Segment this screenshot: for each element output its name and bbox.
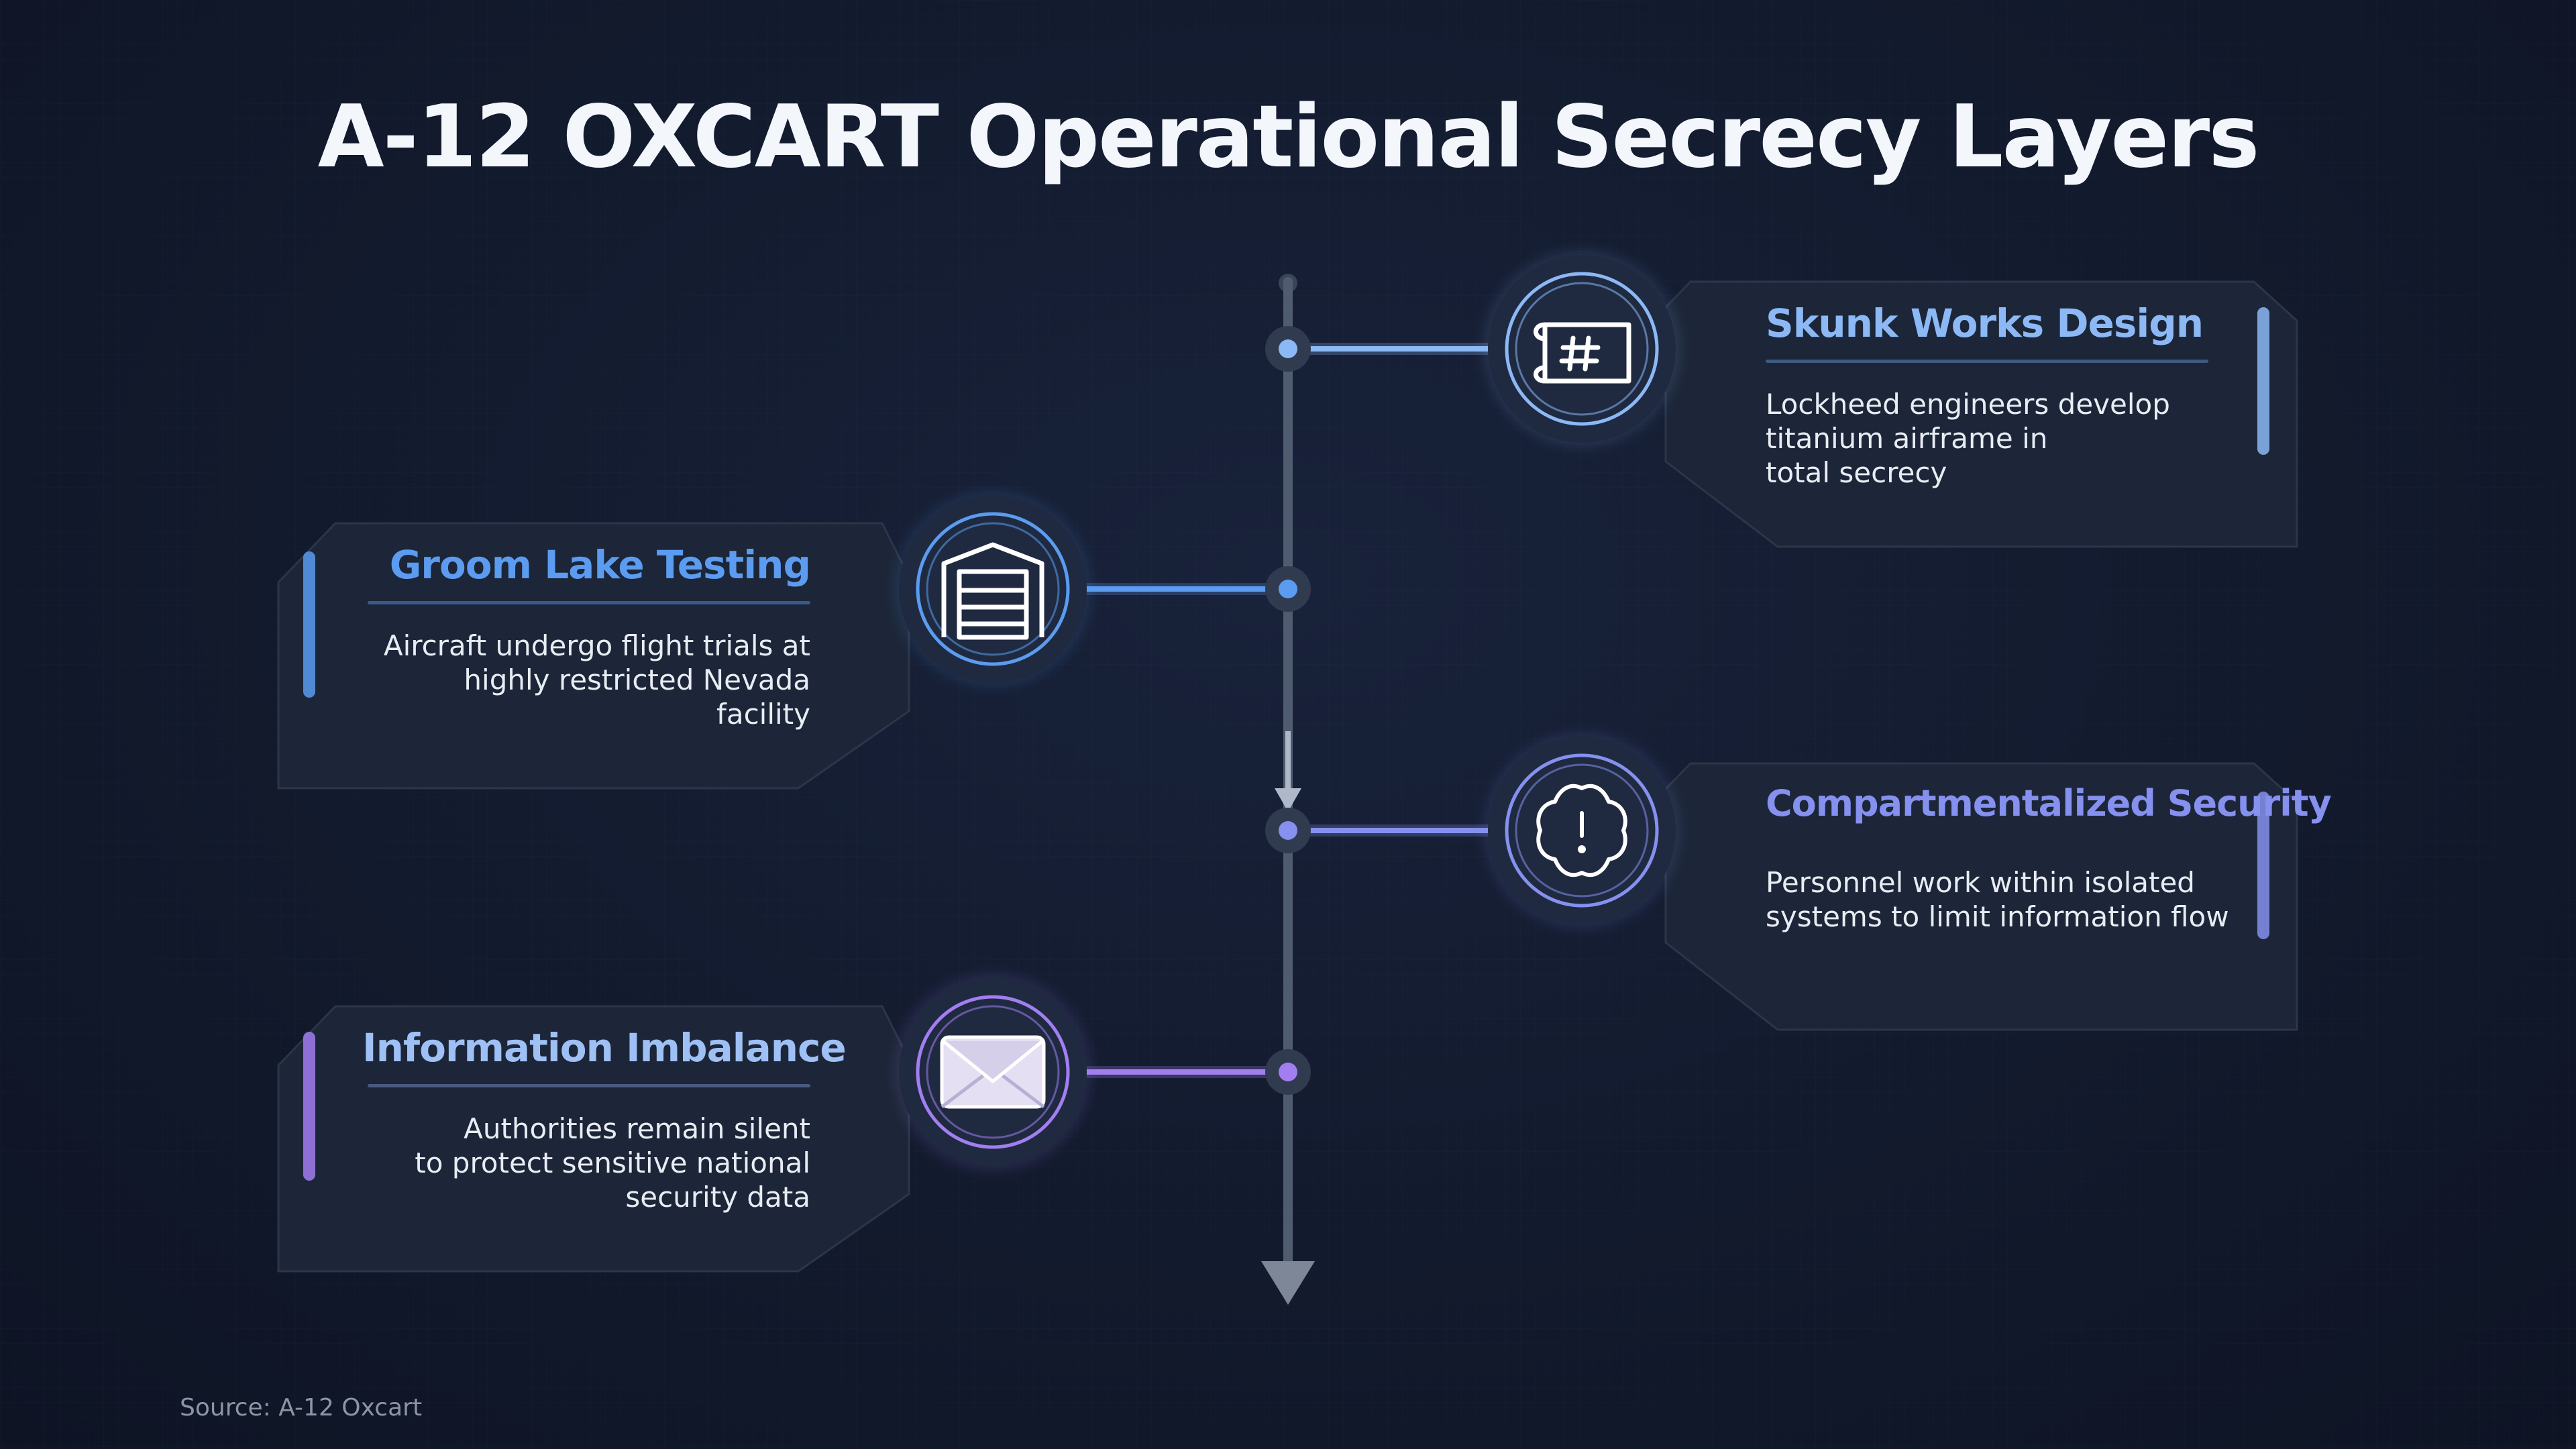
envelope-icon <box>940 1035 1046 1109</box>
stage-skunk-works <box>1265 252 2298 548</box>
hangar-icon <box>941 542 1044 640</box>
card-accent-bar <box>303 1032 315 1181</box>
card-text-compartmentalized: Compartmentalized Security Personnel wor… <box>1766 782 2332 934</box>
card-accent-bar <box>303 551 315 698</box>
card-text-information-imbalance: Information Imbalance Authorities remain… <box>362 1025 847 1214</box>
stage-title: Information Imbalance <box>362 1025 847 1071</box>
card-text-skunk-works: Skunk Works Design Lockheed engineers de… <box>1766 301 2235 490</box>
stage-title: Groom Lake Testing <box>389 542 811 588</box>
stage-description: Personnel work within isolated systems t… <box>1766 866 2229 933</box>
stage-description: Aircraft undergo flight trials at highly… <box>383 629 810 731</box>
card-text-groom-lake: Groom Lake Testing Aircraft undergo flig… <box>362 542 811 731</box>
title-underline <box>1766 838 2208 841</box>
stage-title: Skunk Works Design <box>1766 301 2204 346</box>
stage-information-imbalance <box>277 975 1311 1273</box>
source-note: Source: A-12 Oxcart <box>180 1394 423 1421</box>
stage-title: Compartmentalized Security <box>1766 782 2332 824</box>
stage-groom-lake <box>277 492 1311 790</box>
blueprint-icon <box>1534 322 1631 384</box>
stage-compartmentalized <box>1265 733 2298 1031</box>
card-accent-bar <box>2257 307 2269 455</box>
arrow-down-icon <box>1275 788 1301 812</box>
title-underline <box>1766 360 2208 363</box>
page-title: A-12 OXCART Operational Secrecy Layers <box>317 87 2260 187</box>
card-information-imbalance <box>277 1005 910 1273</box>
stage-description: Authorities remain silent to protect sen… <box>415 1112 810 1214</box>
timeline-end-arrow-icon <box>1261 1261 1315 1305</box>
card-accent-bar <box>2257 792 2269 939</box>
timeline-spine <box>1261 274 1315 1305</box>
stage-description: Lockheed engineers develop titanium airf… <box>1766 388 2170 489</box>
card-groom-lake <box>277 522 910 790</box>
alert-badge-icon <box>1536 784 1627 877</box>
title-underline <box>368 1084 810 1087</box>
title-underline <box>368 601 810 604</box>
